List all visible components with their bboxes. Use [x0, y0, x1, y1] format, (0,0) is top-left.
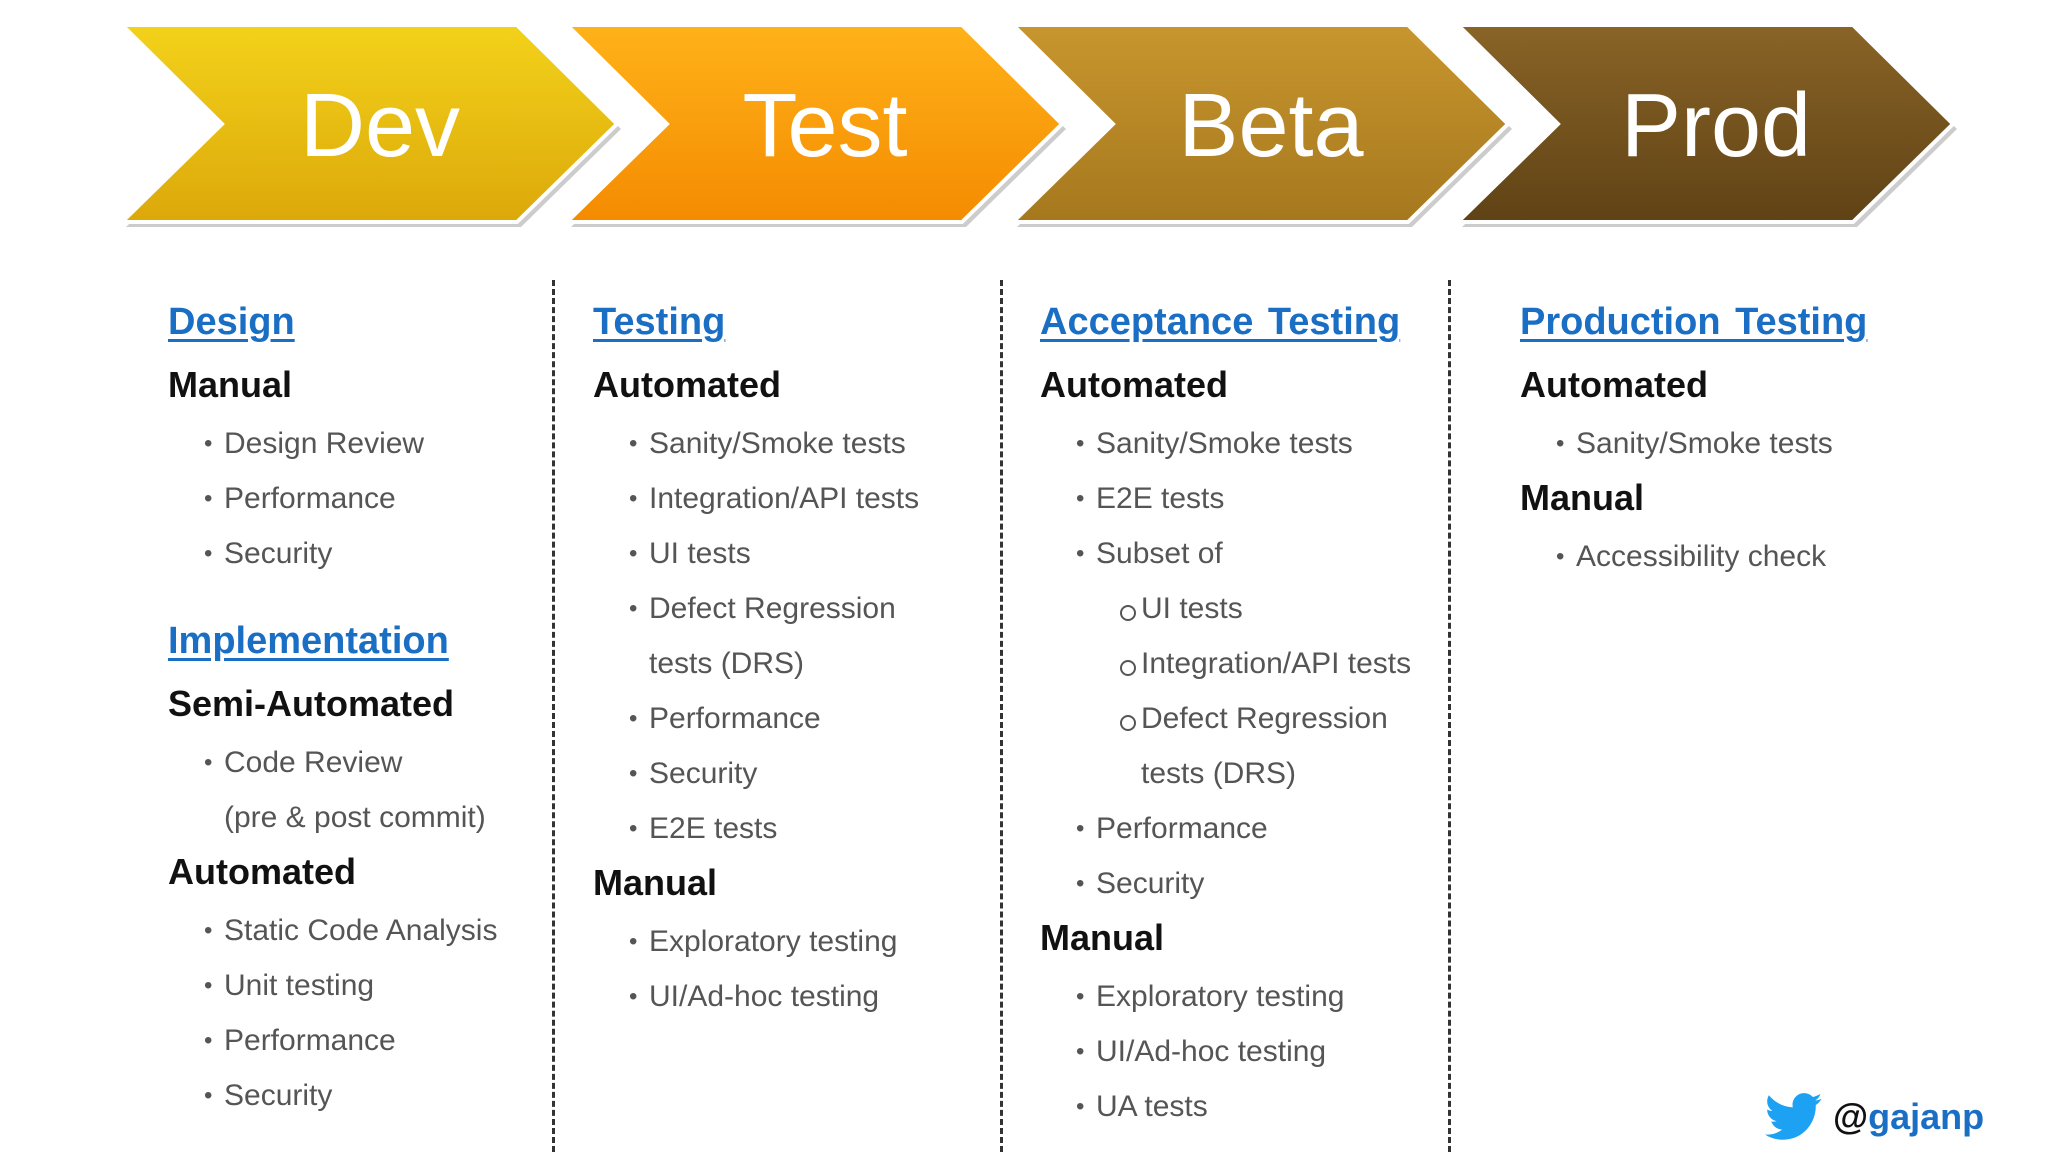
- stage-chevron-prod: Prod: [1453, 23, 1957, 227]
- bullet-list: Design ReviewPerformanceSecurity: [168, 416, 497, 581]
- section-heading-link[interactable]: Acceptance Testing: [1040, 301, 1401, 343]
- bullet-list: Code Review (pre & post commit): [168, 735, 497, 845]
- group-title: Manual: [593, 862, 718, 903]
- list-item: UI tests: [593, 526, 919, 581]
- group-title: Manual: [1040, 917, 1165, 958]
- group-title: Automated: [593, 364, 781, 405]
- sub-list-item: UI tests: [1040, 581, 1411, 636]
- list-item: Security: [593, 746, 919, 801]
- list-item: Subset of: [1040, 526, 1411, 581]
- stage-chevron-dev: Dev: [117, 23, 621, 227]
- stage-label-beta: Beta: [1178, 76, 1364, 176]
- list-item: E2E tests: [1040, 471, 1411, 526]
- list-item: Security: [168, 526, 497, 581]
- section-heading-link[interactable]: Testing: [593, 301, 726, 343]
- list-item: Performance: [1040, 801, 1411, 856]
- column-divider-1: [552, 280, 555, 1152]
- prod-column: Production TestingAutomatedSanity/Smoke …: [1520, 296, 1867, 584]
- section-heading-link[interactable]: Production Testing: [1520, 301, 1868, 343]
- list-item: Sanity/Smoke tests: [1520, 416, 1867, 471]
- stage-label-dev: Dev: [300, 76, 460, 176]
- section-spacer: [168, 581, 497, 615]
- group-title: Automated: [168, 851, 356, 892]
- group-title: Manual: [168, 364, 293, 405]
- twitter-handle[interactable]: @gajanp: [1765, 1092, 1984, 1142]
- list-item: Exploratory testing: [593, 914, 919, 969]
- group-title: Automated: [1040, 364, 1228, 405]
- group-title: Automated: [1520, 364, 1708, 405]
- dev-column: DesignManualDesign ReviewPerformanceSecu…: [168, 296, 497, 1123]
- list-item: Accessibility check: [1520, 529, 1867, 584]
- column-divider-3: [1448, 280, 1451, 1152]
- bullet-list: Exploratory testingUI/Ad-hoc testingUA t…: [1040, 969, 1411, 1134]
- section-heading-link[interactable]: Implementation: [168, 620, 449, 662]
- list-item: Security: [168, 1068, 497, 1123]
- list-item: Sanity/Smoke tests: [1040, 416, 1411, 471]
- stage-chevron-bar: Dev Test Beta Prod: [117, 23, 1957, 227]
- stage-label-test: Test: [742, 76, 907, 176]
- list-item: Defect Regression: [593, 581, 919, 636]
- list-item: UA tests: [1040, 1079, 1411, 1134]
- test-column: TestingAutomatedSanity/Smoke testsIntegr…: [593, 296, 919, 1024]
- list-item: Security: [1040, 856, 1411, 911]
- list-item: (pre & post commit): [224, 801, 486, 834]
- sub-list-item: Integration/API tests: [1040, 636, 1411, 691]
- sub-list-item: Defect Regression: [1040, 691, 1411, 746]
- stage-chevron-test: Test: [562, 23, 1066, 227]
- sub-list-item: tests (DRS): [1141, 757, 1297, 790]
- column-divider-2: [1000, 280, 1003, 1152]
- group-title: Semi-Automated: [168, 683, 455, 724]
- list-item: Exploratory testing: [1040, 969, 1411, 1024]
- list-item: Performance: [593, 691, 919, 746]
- list-item: E2E tests: [593, 801, 919, 856]
- stage-chevron-beta: Beta: [1008, 23, 1512, 227]
- beta-column: Acceptance TestingAutomatedSanity/Smoke …: [1040, 296, 1411, 1134]
- twitter-handle-text: @gajanp: [1833, 1096, 1985, 1137]
- list-item: Integration/API tests: [593, 471, 919, 526]
- list-item: UI/Ad-hoc testing: [1040, 1024, 1411, 1079]
- list-item: Performance: [168, 471, 497, 526]
- bullet-list: Exploratory testingUI/Ad-hoc testing: [593, 914, 919, 1024]
- stage-label-prod: Prod: [1621, 76, 1811, 176]
- bullet-list: Static Code AnalysisUnit testingPerforma…: [168, 903, 497, 1123]
- list-item: Code Review: [168, 735, 497, 790]
- section-heading-link[interactable]: Design: [168, 301, 295, 343]
- twitter-bird-icon: [1765, 1093, 1823, 1140]
- group-title: Manual: [1520, 477, 1645, 518]
- list-item: Design Review: [168, 416, 497, 471]
- bullet-list: Accessibility check: [1520, 529, 1867, 584]
- list-item: UI/Ad-hoc testing: [593, 969, 919, 1024]
- list-item: Unit testing: [168, 958, 497, 1013]
- list-item: Static Code Analysis: [168, 903, 497, 958]
- list-item: Sanity/Smoke tests: [593, 416, 919, 471]
- list-item: tests (DRS): [649, 647, 805, 680]
- list-item: Performance: [168, 1013, 497, 1068]
- bullet-list: Sanity/Smoke tests: [1520, 416, 1867, 471]
